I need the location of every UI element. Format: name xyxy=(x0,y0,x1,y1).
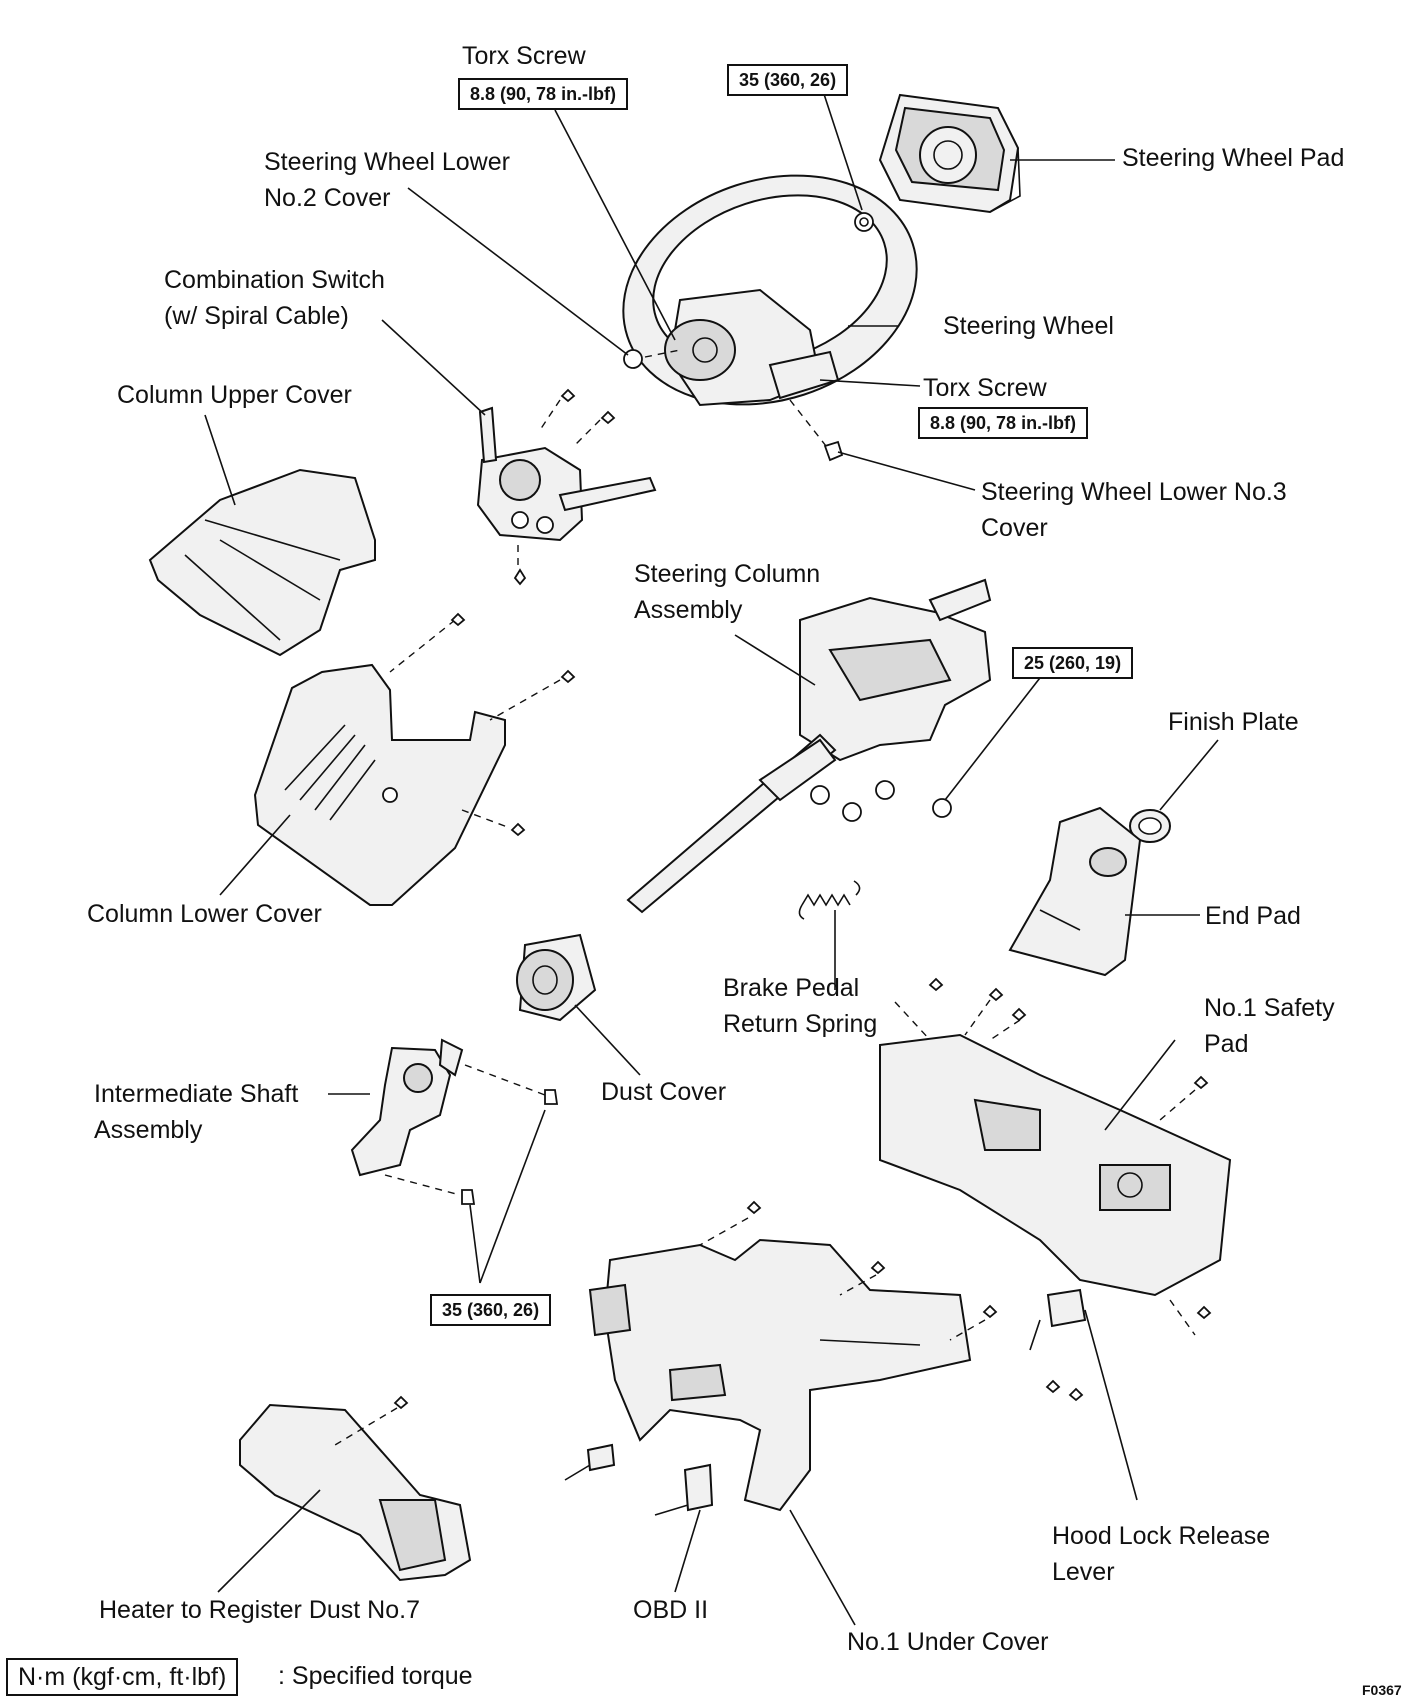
torque-box-wheel-nut: 35 (360, 26) xyxy=(727,64,849,96)
legend-unit-box: N·m (kgf·cm, ft·lbf) xyxy=(6,1658,239,1696)
no1-under-cover xyxy=(588,1238,972,1512)
figure-code: F0367 xyxy=(1362,1682,1402,1698)
steering-wheel xyxy=(622,174,918,407)
label-end-pad: End Pad xyxy=(1205,902,1301,930)
label-lower-no2-cover-line1: Steering Wheel Lower xyxy=(264,148,510,176)
finish-plate xyxy=(1129,809,1171,843)
label-safety-pad-line2: Pad xyxy=(1204,1030,1249,1058)
no1-safety-pad xyxy=(879,1033,1232,1297)
wheel-nut xyxy=(854,212,874,232)
label-no1-under-cover: No.1 Under Cover xyxy=(847,1628,1049,1656)
brake-pedal-return-spring xyxy=(798,880,861,920)
label-steering-wheel-pad: Steering Wheel Pad xyxy=(1122,144,1345,172)
label-column-upper-cover: Column Upper Cover xyxy=(117,381,352,409)
label-finish-plate: Finish Plate xyxy=(1168,708,1299,736)
intermediate-shaft-assembly xyxy=(350,1038,464,1177)
hood-lock-release-lever xyxy=(1029,1288,1087,1402)
label-steering-column-line2: Assembly xyxy=(634,596,743,624)
label-torx-screw-right: Torx Screw xyxy=(923,374,1047,402)
label-lower-no2-cover-line2: No.2 Cover xyxy=(264,184,391,212)
label-combination-switch-line1: Combination Switch xyxy=(164,266,385,294)
label-hood-lock-line1: Hood Lock Release xyxy=(1052,1522,1271,1550)
label-intermediate-shaft-line2: Assembly xyxy=(94,1116,203,1144)
label-heater-duct: Heater to Register Dust No.7 xyxy=(99,1596,420,1624)
torque-box-column-nut: 25 (260, 19) xyxy=(1012,647,1134,679)
column-upper-cover xyxy=(148,468,376,657)
end-pad xyxy=(1008,806,1142,977)
label-lower-no3-cover-line1: Steering Wheel Lower No.3 xyxy=(981,478,1287,506)
label-lower-no3-cover-line2: Cover xyxy=(981,514,1048,542)
label-steering-wheel: Steering Wheel xyxy=(943,312,1114,340)
heater-register-duct xyxy=(239,1395,472,1582)
label-obd-ii: OBD II xyxy=(633,1596,709,1624)
steering-column-assembly xyxy=(626,578,992,914)
combination-switch xyxy=(476,406,657,586)
label-brake-spring-line1: Brake Pedal xyxy=(723,974,860,1002)
column-lower-cover xyxy=(253,663,506,906)
label-steering-column-line1: Steering Column xyxy=(634,560,821,588)
torque-box-torx-top: 8.8 (90, 78 in.-lbf) xyxy=(458,78,629,110)
legend-description: : Specified torque xyxy=(278,1662,473,1690)
label-column-lower-cover: Column Lower Cover xyxy=(87,900,322,928)
torque-box-torx-right: 8.8 (90, 78 in.-lbf) xyxy=(918,407,1089,439)
label-brake-spring-line2: Return Spring xyxy=(723,1010,878,1038)
label-torx-screw-top: Torx Screw xyxy=(462,42,586,70)
torque-box-shaft-bolt: 35 (360, 26) xyxy=(430,1294,552,1326)
label-combination-switch-line2: (w/ Spiral Cable) xyxy=(164,302,349,330)
dust-cover xyxy=(516,933,597,1022)
leader-lines xyxy=(204,87,1219,1626)
steering-wheel-pad xyxy=(878,93,1021,214)
label-safety-pad-line1: No.1 Safety xyxy=(1204,994,1335,1022)
label-dust-cover: Dust Cover xyxy=(601,1078,727,1106)
label-intermediate-shaft-line1: Intermediate Shaft xyxy=(94,1080,299,1108)
no3-cover-piece xyxy=(823,440,844,462)
obd-ii-connector xyxy=(564,1443,714,1516)
label-hood-lock-line2: Lever xyxy=(1052,1558,1115,1586)
no2-cover-piece xyxy=(623,349,643,369)
